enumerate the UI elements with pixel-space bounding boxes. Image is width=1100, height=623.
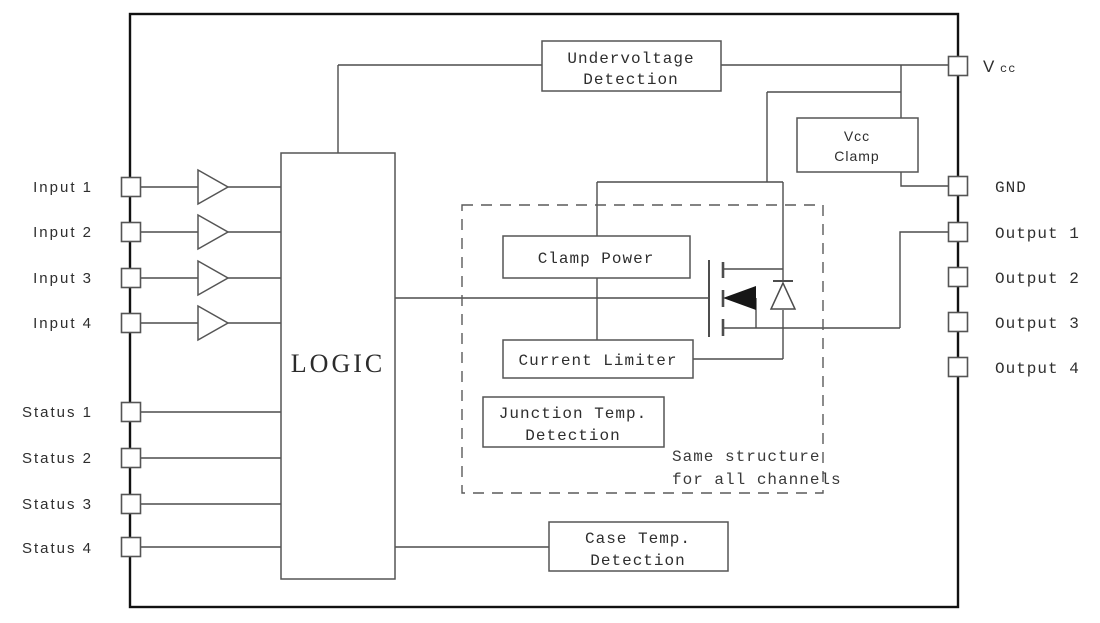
pin-output-4: [947, 356, 969, 378]
mosfet-body-arrow-icon: [723, 286, 756, 310]
status-3-label: Status 3: [22, 496, 93, 513]
function-blocks: Undervoltage Detection Vcc Clamp LOGIC C…: [280, 40, 919, 580]
case-temp-detection-block: [548, 521, 729, 572]
buffer-icon-input3: [197, 259, 230, 297]
vcc-clamp-block: [796, 117, 919, 173]
wire-to-output1: [899, 231, 949, 328]
pin-vcc: [947, 55, 969, 77]
input-4-label: Input 4: [33, 315, 93, 332]
undervoltage-detection-label-1: Undervoltage: [567, 50, 694, 68]
case-temp-label-2: Detection: [590, 552, 685, 570]
logic-label: LOGIC: [291, 349, 385, 378]
buffer-icon-input1: [197, 168, 230, 206]
pin-gnd: [947, 175, 969, 197]
pin-status-4: [120, 536, 142, 558]
pin-input-2: [120, 221, 142, 243]
pin-input-3: [120, 267, 142, 289]
buffer-icon-input2: [197, 213, 230, 251]
pin-output-1: [947, 221, 969, 243]
channel-note-line-1: Same structure: [672, 448, 820, 466]
gnd-label: GND: [995, 179, 1027, 197]
clamp-power-label: Clamp Power: [538, 250, 655, 268]
status-1-label: Status 1: [22, 404, 93, 421]
vcc-clamp-label-1: Vcc: [844, 128, 870, 144]
output-3-label: Output 3: [995, 315, 1080, 333]
clamp-power-block: [502, 235, 691, 279]
input-3-label: Input 3: [33, 270, 93, 287]
input-buffers: [197, 168, 230, 342]
status-2-label: Status 2: [22, 450, 93, 467]
input-1-label: Input 1: [33, 179, 93, 196]
pin-input-1: [120, 176, 142, 198]
wire-clamp-to-gnd: [900, 172, 949, 187]
chip-outline: [128, 12, 960, 609]
junction-temp-detection-block: [482, 396, 665, 448]
pin-status-2: [120, 447, 142, 469]
vcc-clamp-label-2: Clamp: [834, 148, 879, 164]
channel-dashed-box: [461, 204, 824, 494]
channel-note: Same structure for all channels: [672, 448, 842, 489]
pin-status-1: [120, 401, 142, 423]
output-1-label: Output 1: [995, 225, 1080, 243]
pin-input-4: [120, 312, 142, 334]
pin-status-3: [120, 493, 142, 515]
body-diode-icon: [769, 281, 797, 310]
current-limiter-block: [502, 339, 694, 379]
junction-temp-label-1: Junction Temp.: [499, 405, 647, 423]
pin-labels: Input 1 Input 2 Input 3 Input 4 Status 1…: [22, 57, 1080, 557]
input-2-label: Input 2: [33, 224, 93, 241]
buffer-icon-input4: [197, 304, 230, 342]
output-2-label: Output 2: [995, 270, 1080, 288]
current-limiter-label: Current Limiter: [518, 352, 677, 370]
junction-temp-label-2: Detection: [525, 427, 620, 445]
mosfet-symbol: [708, 260, 797, 337]
pins: [120, 55, 969, 558]
undervoltage-detection-block: [541, 40, 722, 92]
logic-block: [280, 152, 396, 580]
channel-note-line-2: for all channels: [672, 471, 842, 489]
pin-output-2: [947, 266, 969, 288]
undervoltage-detection-label-2: Detection: [583, 71, 678, 89]
case-temp-label-1: Case Temp.: [585, 530, 691, 548]
vcc-label: V: [983, 57, 995, 76]
status-4-label: Status 4: [22, 540, 93, 557]
connection-wires: [141, 64, 949, 548]
pin-output-3: [947, 311, 969, 333]
output-4-label: Output 4: [995, 360, 1080, 378]
vcc-label-sub: cc: [1000, 62, 1016, 76]
